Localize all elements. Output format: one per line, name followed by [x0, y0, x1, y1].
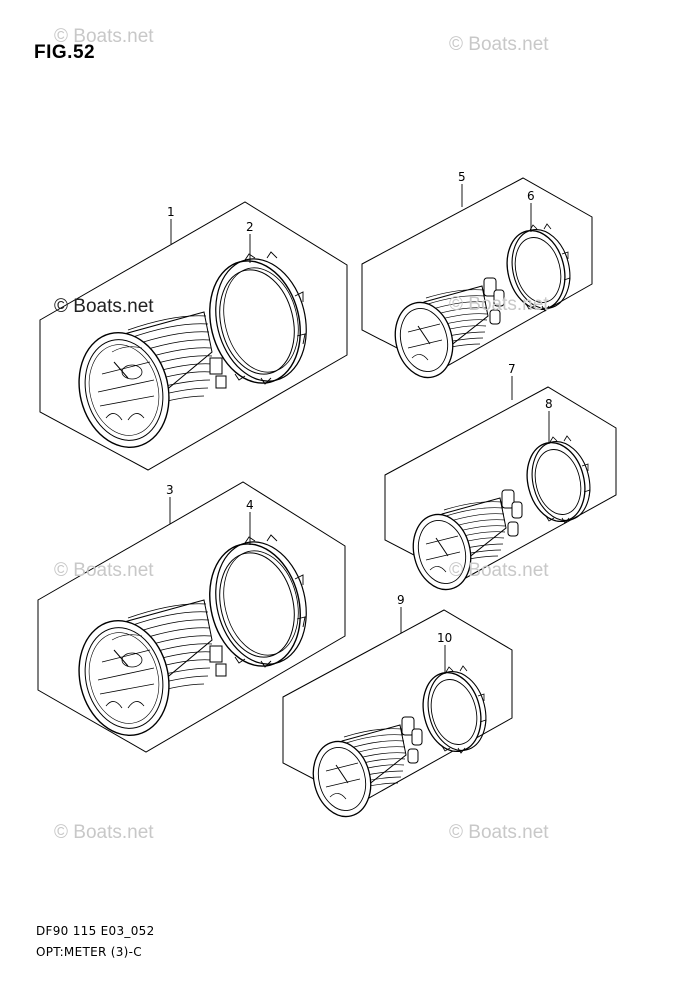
ring-part-8[interactable]	[518, 434, 599, 529]
callout-1: 1	[167, 205, 175, 219]
assembly-box-3	[37, 481, 346, 753]
watermark: © Boats.net	[54, 822, 154, 843]
figure-code: DF90 115 E03_052	[36, 924, 155, 938]
assembly-box-1	[39, 201, 348, 471]
callout-9: 9	[397, 593, 405, 607]
callout-5: 5	[458, 170, 466, 184]
figure-title: FIG.52	[34, 42, 96, 63]
watermark: © Boats.net	[54, 26, 154, 47]
watermark: © Boats.net	[54, 296, 154, 317]
assembly-box-9	[282, 609, 513, 804]
callout-2: 2	[246, 220, 254, 234]
gauge-part-1[interactable]	[66, 311, 227, 458]
watermark: © Boats.net	[449, 560, 549, 581]
callout-7: 7	[508, 362, 516, 376]
watermark: © Boats.net	[449, 34, 549, 55]
watermark: © Boats.net	[449, 294, 549, 315]
figure-name: OPT:METER (3)-C	[36, 945, 142, 959]
callout-4: 4	[246, 498, 254, 512]
watermark: © Boats.net	[449, 822, 549, 843]
callout-6: 6	[527, 189, 535, 203]
callout-8: 8	[545, 397, 553, 411]
gauge-part-9[interactable]	[304, 716, 423, 824]
callout-3: 3	[166, 483, 174, 497]
callout-10: 10	[437, 631, 452, 645]
assembly-box-5	[361, 177, 593, 371]
watermark: © Boats.net	[54, 560, 154, 581]
assembly-box-7	[384, 386, 617, 581]
leader-lines	[169, 184, 550, 674]
ring-part-10[interactable]	[414, 664, 495, 759]
gauge-part-3[interactable]	[66, 599, 227, 746]
